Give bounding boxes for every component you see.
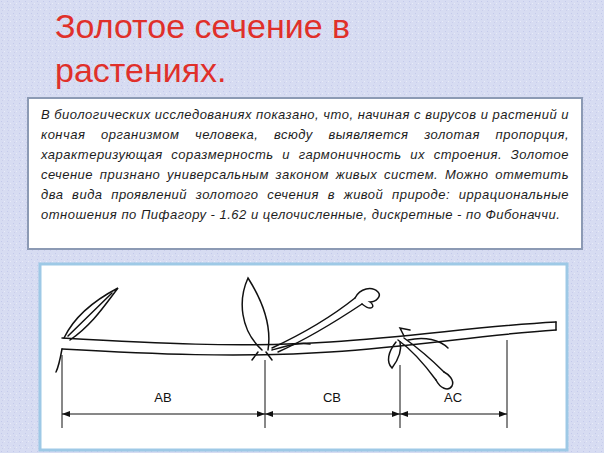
text-box: В биологических исследованиях показано, … <box>27 97 583 250</box>
dimension-label: AC <box>442 390 464 405</box>
dimension-label: AB <box>152 390 173 405</box>
body-text: В биологических исследованиях показано, … <box>41 105 569 225</box>
drawing-panel <box>40 264 567 450</box>
slide-title: Золотое сечение в растениях. <box>55 4 455 92</box>
dimension-label: CB <box>321 390 343 405</box>
